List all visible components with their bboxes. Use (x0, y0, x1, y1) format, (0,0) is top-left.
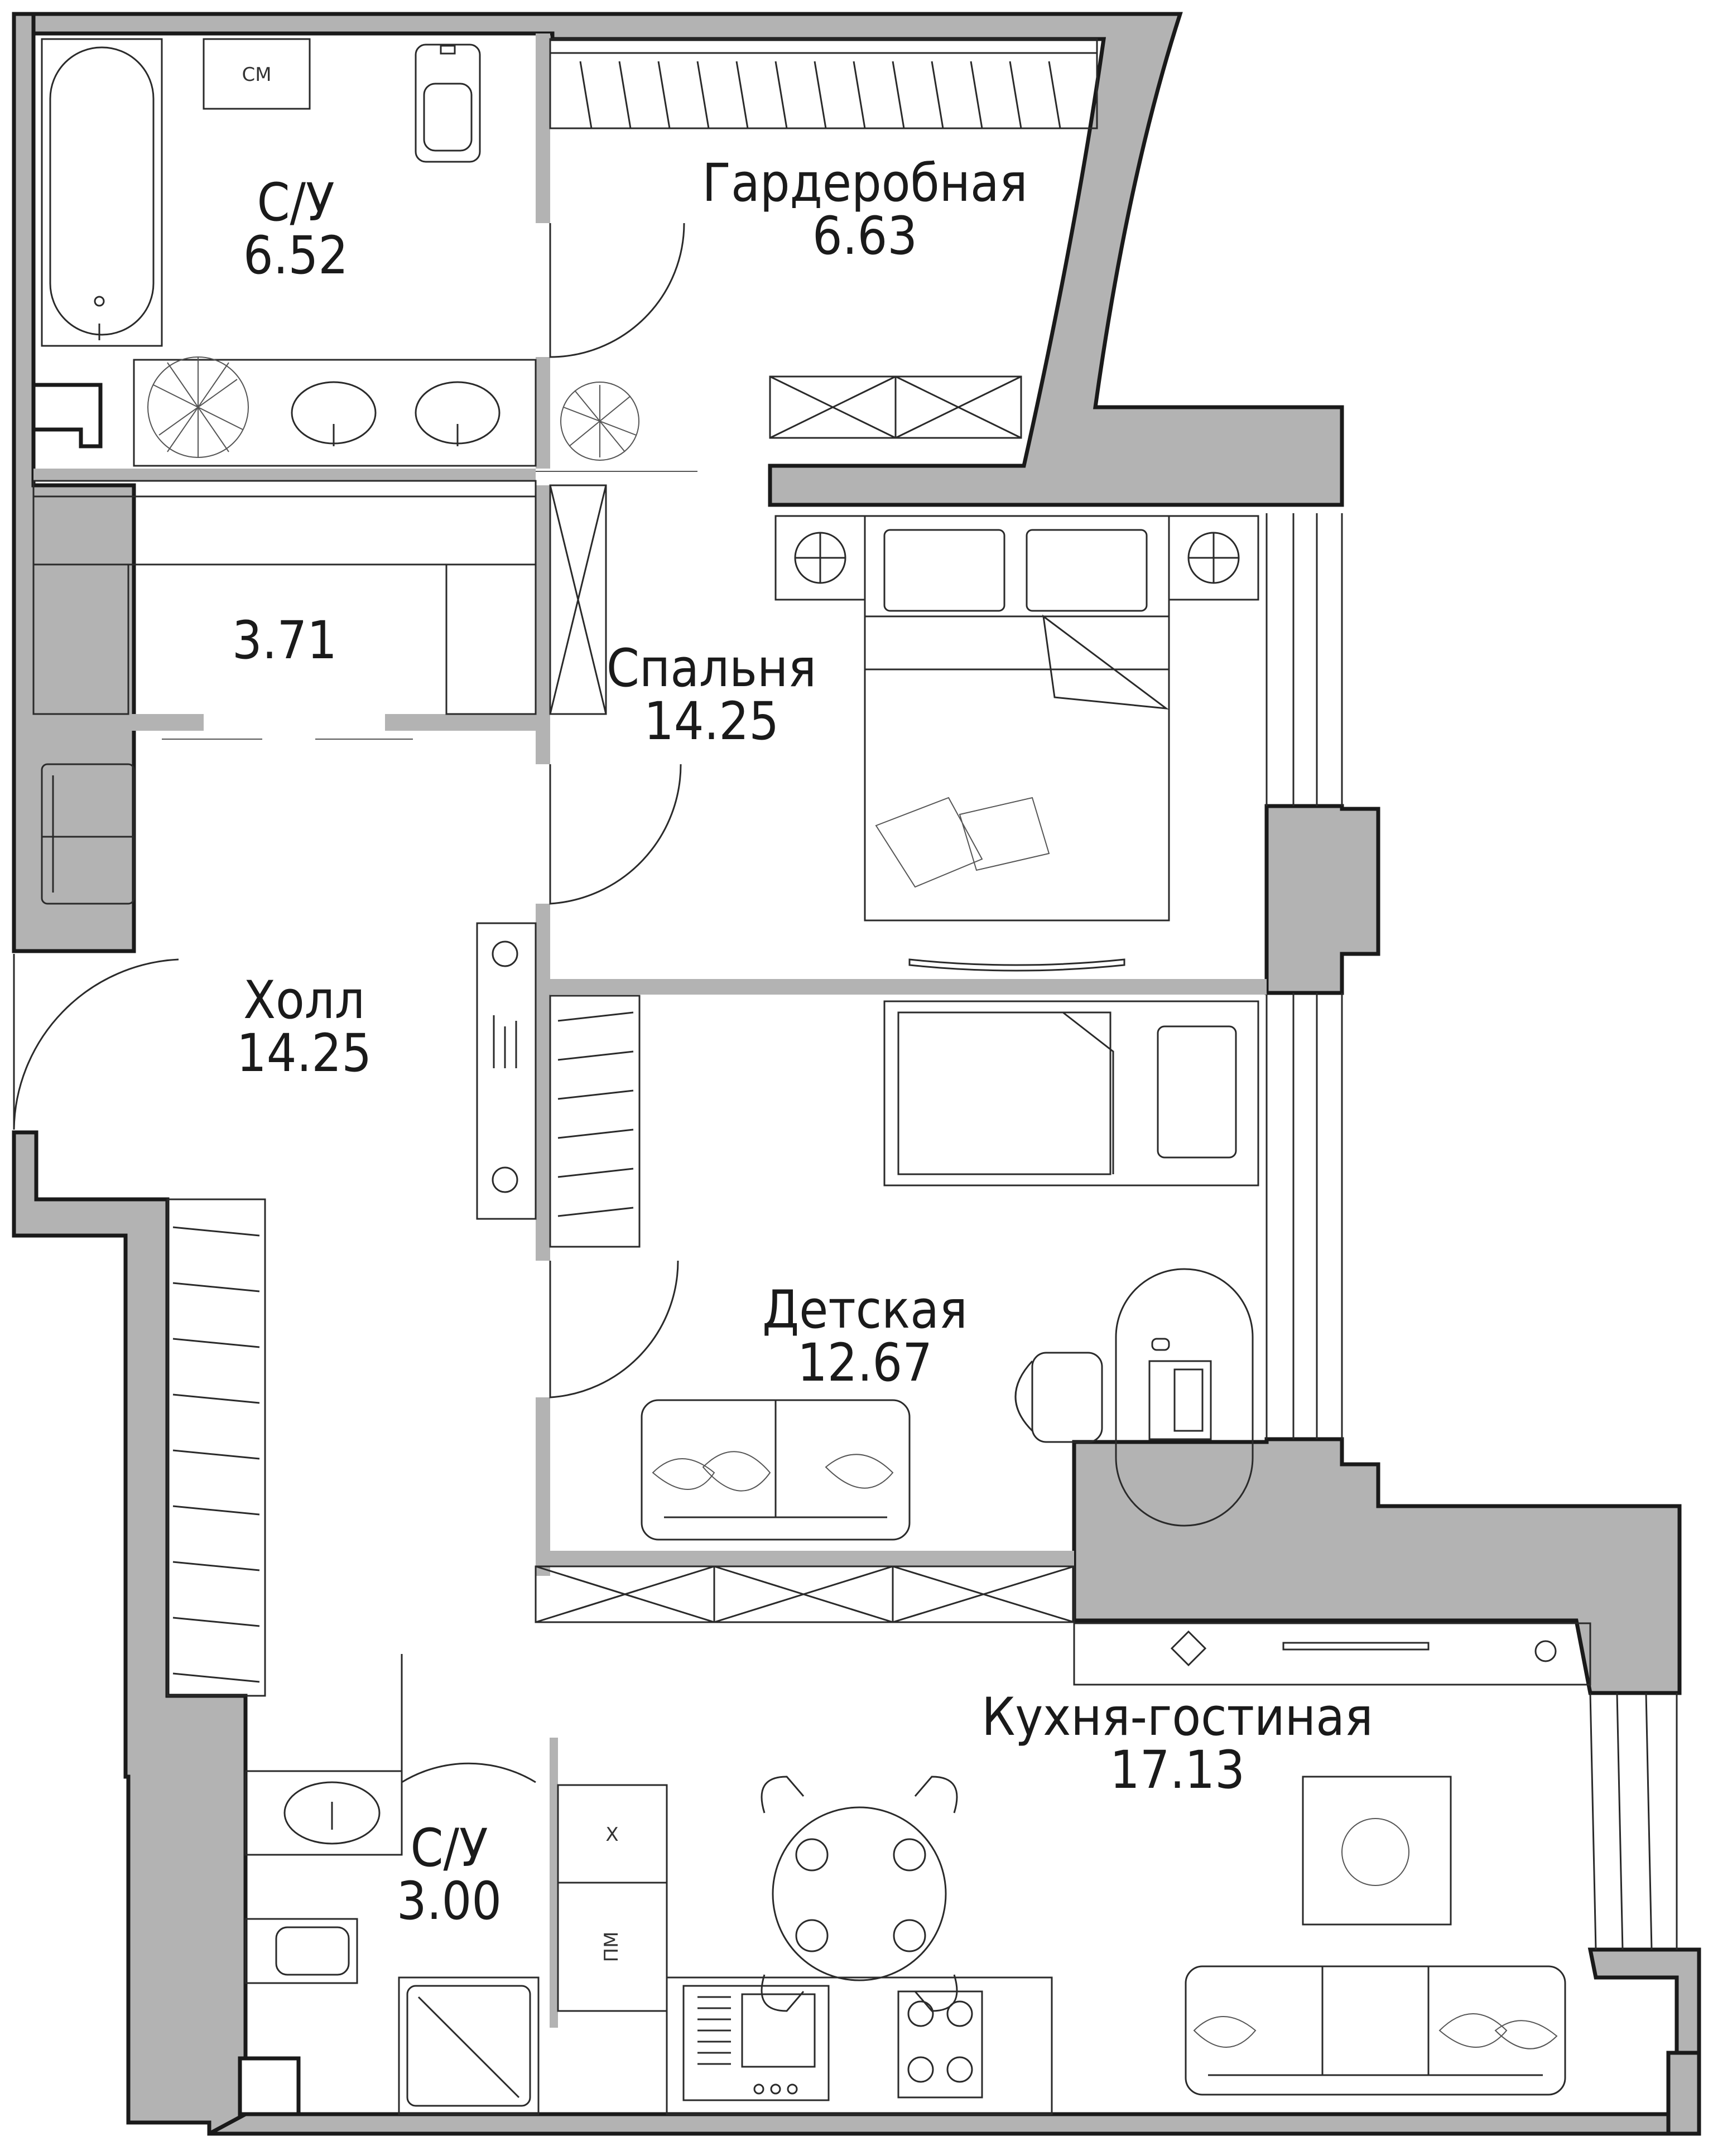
hall-wardrobe (166, 1198, 266, 1697)
washing-machine: СМ (203, 38, 311, 110)
wardrobe-rack-top (549, 38, 1098, 129)
window-bedroom (1265, 513, 1343, 806)
nightstand-left (774, 515, 866, 601)
hall-shoe-rack (476, 922, 537, 1220)
tv-bedroom (908, 958, 1125, 972)
exterior-wall-west-lower (12, 1130, 248, 2136)
hall-bench (41, 763, 135, 905)
exterior-wall-south (208, 2051, 1701, 2136)
kids-shelf (535, 1565, 1075, 1623)
toilet-2 (244, 1918, 358, 1984)
dishwasher: ПМ (557, 1882, 668, 2012)
exterior-wall-south-east (1666, 2051, 1701, 2136)
partitions (33, 33, 1267, 2028)
dishwasher-label: ПМ (600, 1932, 623, 1962)
window-kids (1265, 993, 1343, 1439)
room-bath2-name: С/У (410, 1818, 488, 1879)
room-bath1-name: С/У (257, 172, 334, 233)
bathtub (41, 38, 163, 347)
kids-wardrobe (549, 995, 641, 1248)
room-hall-area: 14.25 (237, 1023, 372, 1084)
shower (398, 1976, 540, 2115)
kitchen-counter (666, 1976, 1053, 2115)
double-bed (864, 515, 1170, 922)
kids-sofa (641, 1399, 911, 1541)
double-sink (133, 359, 537, 467)
kids-desk (1115, 1268, 1254, 1527)
dining-table (761, 1776, 958, 2012)
washer-label: СМ (242, 64, 271, 86)
nightstand-right (1168, 515, 1259, 601)
room-kitchen-name: Кухня-гостиная (981, 1687, 1373, 1748)
room-hall-name: Холл (243, 970, 365, 1031)
shaft-lower (238, 2056, 301, 2116)
sink-2 (244, 1770, 403, 1856)
single-bed (883, 1000, 1259, 1186)
kids-chair (1014, 1352, 1103, 1443)
fridge: Х (557, 1784, 668, 1884)
exterior-wall-north (12, 12, 1344, 507)
living-sofa (1185, 1965, 1566, 2096)
room-bath1-area: 6.52 (243, 225, 348, 286)
room-wardrobe-name: Гардеробная (702, 153, 1027, 214)
living-console (1073, 1622, 1591, 1686)
plant-bath (147, 356, 249, 458)
room-closet-area: 3.71 (232, 610, 337, 671)
toilet-1 (415, 44, 481, 163)
exterior-wall-east-lower (1072, 1437, 1682, 1695)
room-bath2-area: 3.00 (397, 1871, 502, 1932)
wardrobe-cabinet (769, 375, 1022, 439)
room-wardrobe-area: 6.63 (812, 206, 917, 267)
shaft-upper (31, 383, 103, 448)
room-kids-area: 12.67 (797, 1333, 932, 1393)
exterior-wall-west-upper (12, 12, 136, 953)
window-kitchen (1589, 1692, 1678, 1950)
room-bedroom-area: 14.25 (644, 691, 779, 752)
fridge-label: Х (605, 1824, 618, 1846)
room-bedroom-name: Спальня (607, 638, 816, 699)
room-kitchen-area: 17.13 (1110, 1740, 1245, 1801)
closet-shelves (32, 480, 607, 715)
doors (13, 223, 697, 1784)
room-kids-name: Детская (762, 1280, 968, 1340)
plant-corridor (560, 382, 639, 461)
exterior-wall-pier-1 (1264, 804, 1380, 995)
coffee-table (1302, 1776, 1452, 1926)
